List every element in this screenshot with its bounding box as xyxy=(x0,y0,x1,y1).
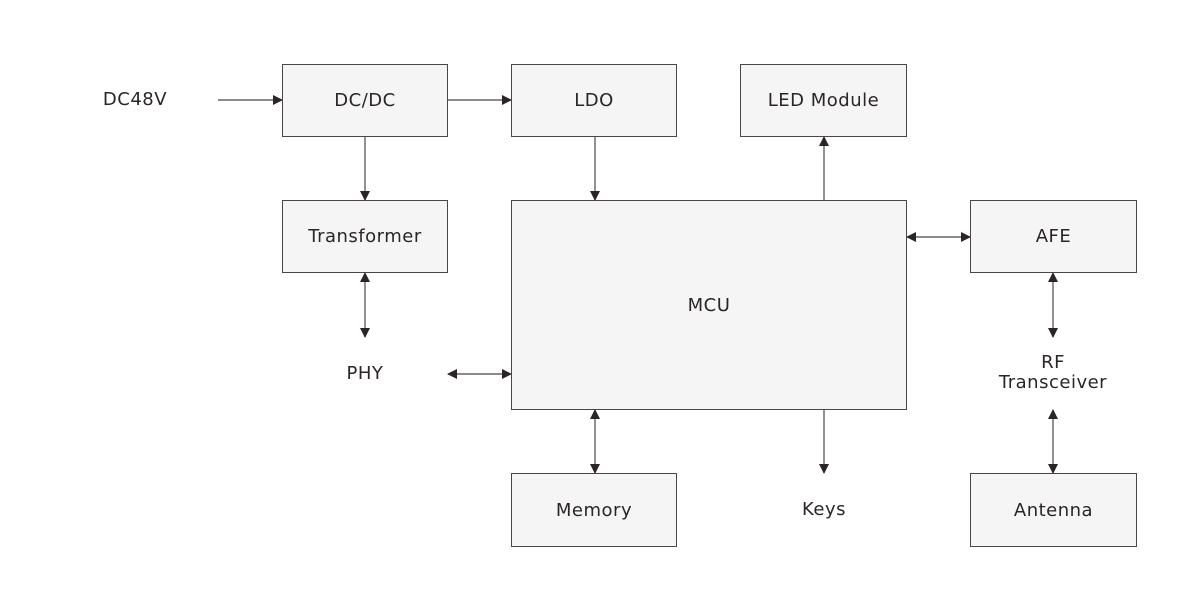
rf-label-line2: Transceiver xyxy=(998,372,1108,393)
memory-label: Memory xyxy=(555,499,633,521)
memory-block: Memory xyxy=(511,473,677,547)
rf-transceiver-label: RF Transceiver xyxy=(983,353,1123,393)
ldo-label: LDO xyxy=(574,90,614,111)
afe-label: AFE xyxy=(1035,226,1072,247)
phy-label: PHY xyxy=(346,363,384,384)
antenna-block: Antenna xyxy=(970,473,1137,547)
dcdc-block: DC/DC xyxy=(282,64,448,137)
rf-label-line1: RF xyxy=(1041,352,1065,373)
led-module-block: LED Module xyxy=(740,64,907,137)
led-module-label: LED Module xyxy=(767,90,880,111)
ldo-block: LDO xyxy=(511,64,677,137)
keys-label: Keys xyxy=(801,499,846,520)
dc48v-label: DC48V xyxy=(102,89,168,110)
antenna-label: Antenna xyxy=(1013,499,1094,521)
afe-block: AFE xyxy=(970,200,1137,273)
transformer-block: Transformer xyxy=(282,200,448,273)
mcu-block: MCU xyxy=(511,200,907,410)
mcu-label: MCU xyxy=(687,294,731,316)
dcdc-label: DC/DC xyxy=(334,90,396,111)
transformer-label: Transformer xyxy=(308,226,422,247)
